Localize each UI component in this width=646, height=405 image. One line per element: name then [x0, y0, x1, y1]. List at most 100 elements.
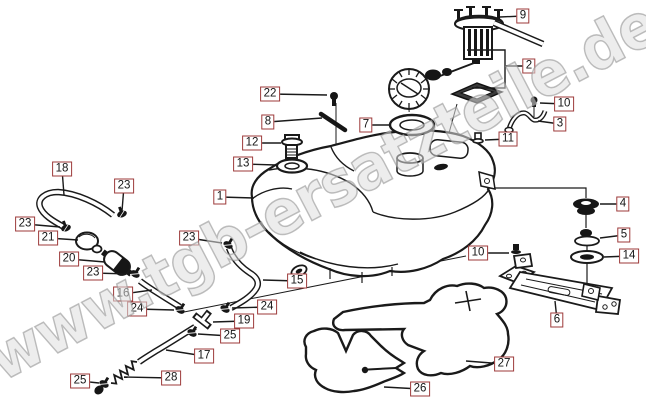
washer-13: [275, 158, 309, 174]
t-connector-19: [192, 309, 212, 330]
callout-number: 12: [245, 136, 259, 149]
washer-14: [570, 250, 604, 264]
callout-17[interactable]: 17: [194, 348, 214, 364]
callout-11[interactable]: 11: [498, 131, 518, 147]
screw-22: [330, 92, 338, 106]
callout-23[interactable]: 23: [114, 178, 134, 194]
callout-number: 10: [557, 97, 571, 110]
callout-15[interactable]: 15: [287, 273, 307, 289]
fuel-pump-assembly: [425, 6, 545, 104]
callout-16[interactable]: 16: [113, 286, 133, 302]
callout-number: 2: [525, 59, 533, 72]
callout-number: 25: [223, 329, 237, 342]
callout-number: 17: [197, 349, 211, 362]
callout-23[interactable]: 23: [83, 265, 103, 281]
callout-7[interactable]: 7: [359, 117, 373, 133]
callout-23[interactable]: 23: [179, 230, 199, 246]
callout-14[interactable]: 14: [619, 248, 639, 264]
callout-20[interactable]: 20: [59, 251, 79, 267]
callout-number: 1: [216, 190, 224, 203]
cross-marker: [454, 290, 482, 312]
callout-number: 16: [116, 287, 130, 300]
spring-28: [110, 360, 138, 385]
callout-number: 11: [502, 132, 514, 145]
float: [425, 69, 441, 81]
callout-number: 23: [117, 179, 131, 192]
callout-number: 20: [62, 252, 76, 265]
callout-number: 26: [413, 382, 427, 395]
leader-bracket: [467, 49, 506, 89]
tank-mount-bracket-6: [498, 252, 622, 315]
callout-28[interactable]: 28: [161, 370, 181, 386]
heat-shield-27: [332, 282, 510, 377]
callout-number: 3: [556, 117, 564, 130]
callout-number: 5: [620, 228, 628, 241]
callout-number: 7: [362, 118, 370, 131]
callout-number: 13: [236, 157, 250, 170]
pin-8: [318, 111, 348, 133]
callout-number: 10: [471, 246, 485, 259]
bolt-10-lower: [511, 244, 521, 254]
pump-posts: [454, 6, 503, 21]
callout-number: 24: [130, 302, 144, 315]
callout-24[interactable]: 24: [127, 301, 147, 317]
tank-mount-tab: [478, 170, 496, 190]
callout-number: 6: [553, 313, 561, 326]
callout-2[interactable]: 2: [522, 58, 536, 74]
bolt-10-upper: [530, 96, 538, 107]
callout-number: 4: [619, 197, 627, 210]
callout-number: 8: [264, 115, 272, 128]
grommet-4: [573, 198, 599, 215]
fuel-filter-20: [100, 249, 134, 277]
callout-number: 14: [622, 249, 636, 262]
callout-number: 22: [263, 87, 277, 100]
pump-outlet-pipe: [492, 20, 545, 47]
callout-number: 15: [290, 274, 304, 287]
callout-5[interactable]: 5: [617, 227, 631, 243]
callout-21[interactable]: 21: [38, 230, 58, 246]
callout-22[interactable]: 22: [260, 86, 280, 102]
bolt-12: [281, 134, 303, 159]
callout-number: 9: [519, 9, 527, 22]
filler-neck: [396, 152, 424, 177]
joint-21: [75, 231, 103, 254]
callout-6[interactable]: 6: [550, 312, 564, 328]
callout-24[interactable]: 24: [257, 299, 277, 315]
callout-26[interactable]: 26: [410, 381, 430, 397]
hose-end-fitting: [94, 385, 104, 395]
callout-19[interactable]: 19: [234, 313, 254, 329]
fuel-cap: [388, 68, 430, 110]
callout-10[interactable]: 10: [554, 96, 574, 112]
callout-number: 19: [237, 314, 251, 327]
callout-number: 23: [182, 231, 196, 244]
dot-marker: [361, 366, 369, 374]
callout-number: 23: [86, 266, 100, 279]
callout-25[interactable]: 25: [70, 373, 90, 389]
callout-12[interactable]: 12: [242, 135, 262, 151]
fuel-hose-16: [137, 278, 182, 310]
callout-13[interactable]: 13: [233, 156, 253, 172]
leader-line: [267, 117, 323, 123]
cap-gasket: [388, 113, 436, 137]
callout-18[interactable]: 18: [52, 161, 72, 177]
callout-9[interactable]: 9: [516, 8, 530, 24]
callout-27[interactable]: 27: [494, 356, 514, 372]
callout-8[interactable]: 8: [261, 114, 275, 130]
callout-3[interactable]: 3: [553, 116, 567, 132]
callout-23[interactable]: 23: [15, 216, 35, 232]
callout-number: 25: [73, 374, 87, 387]
callout-1[interactable]: 1: [213, 189, 227, 205]
spacer-5: [574, 229, 600, 247]
bolt-11: [472, 132, 484, 144]
callout-4[interactable]: 4: [616, 196, 630, 212]
callout-25[interactable]: 25: [220, 328, 240, 344]
callout-number: 24: [260, 300, 274, 313]
callout-number: 23: [18, 217, 32, 230]
callout-10[interactable]: 10: [468, 245, 488, 261]
heat-shield-26: [303, 327, 407, 394]
callout-number: 28: [164, 371, 178, 384]
fuel-hose-18: [36, 188, 116, 230]
bracket-3: [504, 110, 548, 134]
fuel-hose-15: [225, 246, 261, 311]
